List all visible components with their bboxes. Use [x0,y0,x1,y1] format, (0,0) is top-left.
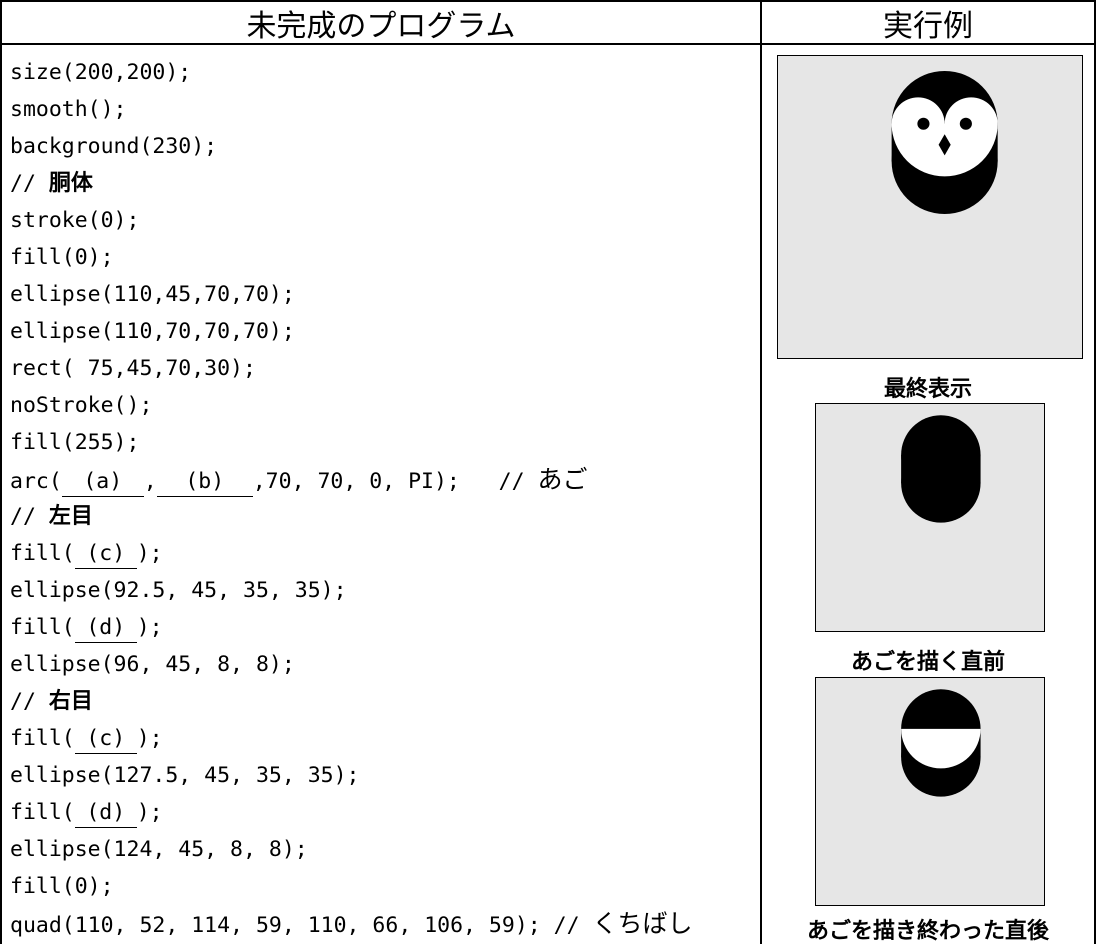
comment-text: あご [537,465,588,494]
comment-marker: // [10,504,49,529]
code-text: fill( [10,541,75,566]
table-top-border [0,0,1096,2]
blank-c: (c) [74,540,137,569]
comment-marker: // [10,171,49,196]
final-display-canvas [777,55,1083,359]
code-line: // 胴体 [10,165,760,202]
code-line: ellipse(110,45,70,70); [10,282,295,307]
table-left-border [0,0,2,944]
code-line: fill((c)); [10,720,760,757]
blank-d: (d) [74,799,137,828]
code-line: // 右目 [10,683,760,720]
header-bottom-border [0,43,1096,45]
code-line: fill(0); [10,245,114,270]
code-listing: size(200,200); smooth(); background(230)… [10,54,760,942]
right-pupil [959,117,972,130]
code-line: noStroke(); [10,393,153,418]
code-text: ); [136,800,163,825]
code-line: ellipse(110,70,70,70); [10,319,295,344]
blank-d: (d) [74,614,137,643]
code-line: fill((d)); [10,794,760,831]
code-line: fill((d)); [10,609,760,646]
code-text: quad(110, 52, 114, 59, 110, 66, 106, 59)… [10,913,593,938]
code-text: fill( [10,615,75,640]
comment-text: 胴体 [48,171,93,196]
before-chin-caption: あごを描く直前 [850,650,1005,675]
program-column-header: 未完成のプログラム [246,8,516,44]
code-line: // 左目 [10,498,760,535]
code-text: fill( [10,726,75,751]
code-line: ellipse(127.5, 45, 35, 35); [10,763,360,788]
code-text: ); [136,541,163,566]
beak [938,134,951,156]
code-text: ); [136,726,163,751]
code-line: quad(110, 52, 114, 59, 110, 66, 106, 59)… [10,905,760,942]
column-divider [760,0,762,944]
final-display-caption: 最終表示 [883,377,972,402]
code-line: ellipse(92.5, 45, 35, 35); [10,578,347,603]
code-line: rect( 75,45,70,30); [10,356,256,381]
blank-a: (a) [61,468,144,497]
chin-arc [901,728,981,769]
after-chin-canvas [815,677,1045,906]
table-right-border [1094,0,1096,944]
code-text: arc( [10,469,62,494]
code-line: arc((a),(b),70, 70, 0, PI); // あご [10,461,760,498]
left-pupil [917,117,930,130]
after-chin-caption: あごを描き終わった直後 [806,919,1049,944]
code-line: smooth(); [10,97,127,122]
comment-text: くちばし [592,909,693,938]
code-line: fill(0); [10,874,114,899]
comment-text: 左目 [48,504,93,529]
before-chin-canvas [815,403,1045,632]
code-line: ellipse(96, 45, 8, 8); [10,652,295,677]
comment-text: 右目 [48,689,93,714]
code-line: ellipse(124, 45, 8, 8); [10,837,308,862]
code-line: stroke(0); [10,208,140,233]
body-rect [901,454,981,484]
blank-b: (b) [156,468,253,497]
code-text: fill( [10,800,75,825]
code-text: , [143,469,157,494]
comment-marker: // [10,689,49,714]
code-line: fill((c)); [10,535,760,572]
blank-c: (c) [74,725,137,754]
code-text: ,70, 70, 0, PI); // [252,469,538,494]
code-line: fill(255); [10,430,140,455]
code-line: size(200,200); [10,60,192,85]
code-line: background(230); [10,134,218,159]
example-column-header: 実行例 [883,8,973,44]
code-text: ); [136,615,163,640]
